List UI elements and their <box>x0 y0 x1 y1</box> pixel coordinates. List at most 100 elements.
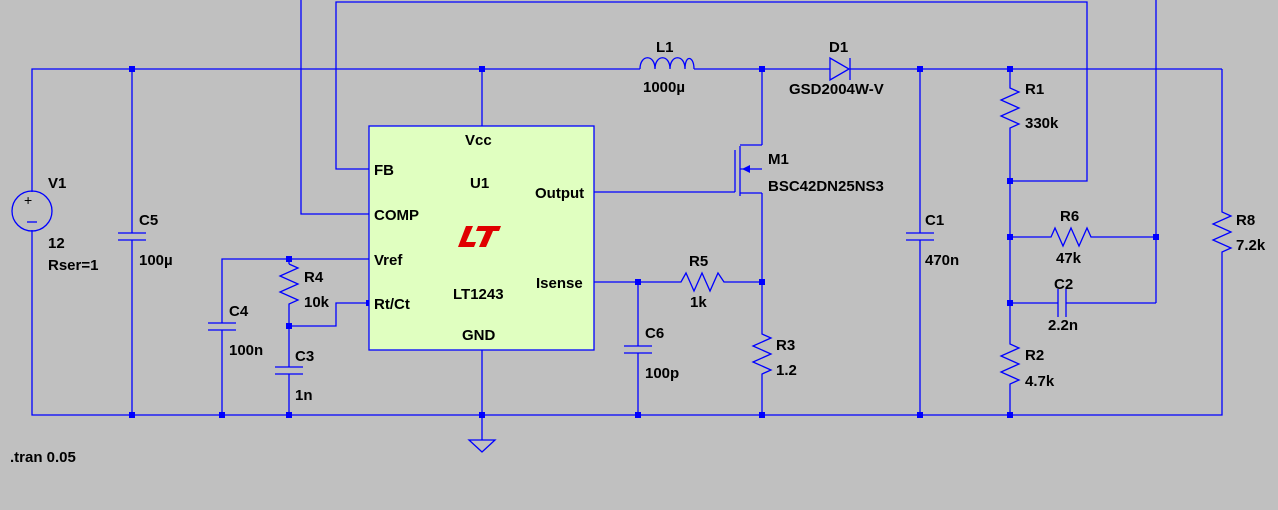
d1-ref-label: D1 <box>829 39 848 56</box>
r1-ref-label: R1 <box>1025 81 1044 98</box>
wire-bottom-rail <box>31 230 1223 416</box>
c6-ref-label: C6 <box>645 325 664 342</box>
resistor-r8[interactable]: R8 7.2k <box>1211 205 1266 257</box>
junction-node <box>286 412 292 418</box>
resistor-r2[interactable]: R2 4.7k <box>999 337 1055 394</box>
ic-pin-isense-label: Isense <box>536 275 583 292</box>
ic-pin-comp-label: COMP <box>374 207 419 224</box>
junction-node <box>286 323 292 329</box>
junction-node <box>129 66 135 72</box>
d1-value-label: GSD2004W-V <box>789 81 884 98</box>
voltage-source-v1[interactable]: + V1 12 Rser=1 <box>11 175 98 274</box>
c6-value-label: 100p <box>645 365 679 382</box>
junction-node <box>917 66 923 72</box>
mosfet-arrow-icon <box>742 165 750 173</box>
plus-icon: + <box>24 192 32 208</box>
voltage-source-v1-symbol[interactable] <box>11 190 53 232</box>
m1-ref-label: M1 <box>768 151 789 168</box>
v1-ref-label: V1 <box>48 175 66 192</box>
r4-value-label: 10k <box>304 294 330 311</box>
r6-ref-label: R6 <box>1060 208 1079 225</box>
resistor-zigzag <box>999 80 1021 137</box>
wire-comp-loop <box>300 0 369 215</box>
resistor-zigzag <box>1045 226 1095 248</box>
wire-fb-loop <box>335 1 1088 182</box>
c2-ref-label: C2 <box>1054 276 1073 293</box>
wire-vref <box>221 258 369 323</box>
resistor-zigzag <box>1211 205 1233 257</box>
junction-node <box>479 66 485 72</box>
capacitor-c3[interactable]: C3 1n <box>275 348 314 404</box>
resistor-zigzag <box>675 271 730 293</box>
capacitor-c1[interactable]: C1 470n <box>906 212 959 269</box>
ic-ref-label: U1 <box>470 175 489 192</box>
r6-value-label: 47k <box>1056 250 1082 267</box>
ic-u1[interactable]: Vcc U1 FB COMP Vref Rt/Ct Output Isense … <box>368 125 595 351</box>
capacitor-c5[interactable]: C5 100µ <box>118 212 173 269</box>
r3-value-label: 1.2 <box>776 362 797 379</box>
resistor-zigzag <box>999 337 1021 394</box>
junction-node <box>1007 412 1013 418</box>
r4-ref-label: R4 <box>304 269 324 286</box>
ic-pin-output-label: Output <box>535 185 584 202</box>
c5-ref-label: C5 <box>139 212 158 229</box>
c4-value-label: 100n <box>229 342 263 359</box>
r8-ref-label: R8 <box>1236 212 1255 229</box>
junction-node <box>1007 234 1013 240</box>
spice-directive[interactable]: .tran 0.05 <box>10 449 76 466</box>
l1-value-label: 1000µ <box>643 79 685 96</box>
r2-ref-label: R2 <box>1025 347 1044 364</box>
c1-value-label: 470n <box>925 252 959 269</box>
v1-value-label: 12 <box>48 235 65 252</box>
wire-top-rail-left <box>31 68 640 192</box>
diode-d1[interactable]: D1 GSD2004W-V <box>789 39 884 98</box>
capacitor-c2[interactable]: C2 2.2n <box>1048 276 1078 334</box>
l1-ref-label: L1 <box>656 39 674 56</box>
ic-pin-vcc-label: Vcc <box>465 132 492 149</box>
ic-pin-rtct-label: Rt/Ct <box>374 296 410 313</box>
junction-node <box>129 412 135 418</box>
inductor-l1[interactable]: L1 1000µ <box>639 39 695 96</box>
junction-node <box>917 412 923 418</box>
r2-value-label: 4.7k <box>1025 373 1055 390</box>
resistor-r5[interactable]: R5 1k <box>675 253 730 311</box>
c2-value-label: 2.2n <box>1048 317 1078 334</box>
ic-pin-gnd-label: GND <box>462 327 496 344</box>
r5-value-label: 1k <box>690 294 707 311</box>
r5-ref-label: R5 <box>689 253 708 270</box>
junction-node <box>759 66 765 72</box>
resistor-r1[interactable]: R1 330k <box>999 80 1059 137</box>
resistor-r4[interactable]: R4 10k <box>278 263 330 311</box>
ic-pin-vref-label: Vref <box>374 252 403 269</box>
r8-value-label: 7.2k <box>1236 237 1266 254</box>
c4-ref-label: C4 <box>229 303 249 320</box>
junction-node <box>635 279 641 285</box>
ground-icon <box>467 439 497 453</box>
junction-node <box>219 412 225 418</box>
ic-u1-body[interactable] <box>368 125 595 351</box>
ic-pin-fb-label: FB <box>374 162 394 179</box>
r3-ref-label: R3 <box>776 337 795 354</box>
inductor-coil <box>639 57 695 70</box>
resistor-r3[interactable]: R3 1.2 <box>751 328 797 386</box>
capacitor-c4[interactable]: C4 100n <box>208 303 263 359</box>
wires <box>31 0 1223 440</box>
mosfet-m1[interactable]: M1 BSC42DN25NS3 <box>734 144 884 196</box>
resistor-r6[interactable]: R6 47k <box>1045 208 1095 267</box>
linear-technology-logo-icon <box>458 226 501 247</box>
junction-node <box>1007 66 1013 72</box>
c1-ref-label: C1 <box>925 212 944 229</box>
junction-node <box>1007 178 1013 184</box>
resistor-zigzag <box>751 328 773 386</box>
c5-value-label: 100µ <box>139 252 173 269</box>
junction-node <box>1153 234 1159 240</box>
junction-node <box>635 412 641 418</box>
junction-node <box>759 412 765 418</box>
r1-value-label: 330k <box>1025 115 1059 132</box>
capacitor-c6[interactable]: C6 100p <box>624 325 679 382</box>
resistor-zigzag <box>278 263 300 310</box>
c3-ref-label: C3 <box>295 348 314 365</box>
junction-nodes <box>129 66 1159 418</box>
diode-triangle <box>829 56 851 82</box>
